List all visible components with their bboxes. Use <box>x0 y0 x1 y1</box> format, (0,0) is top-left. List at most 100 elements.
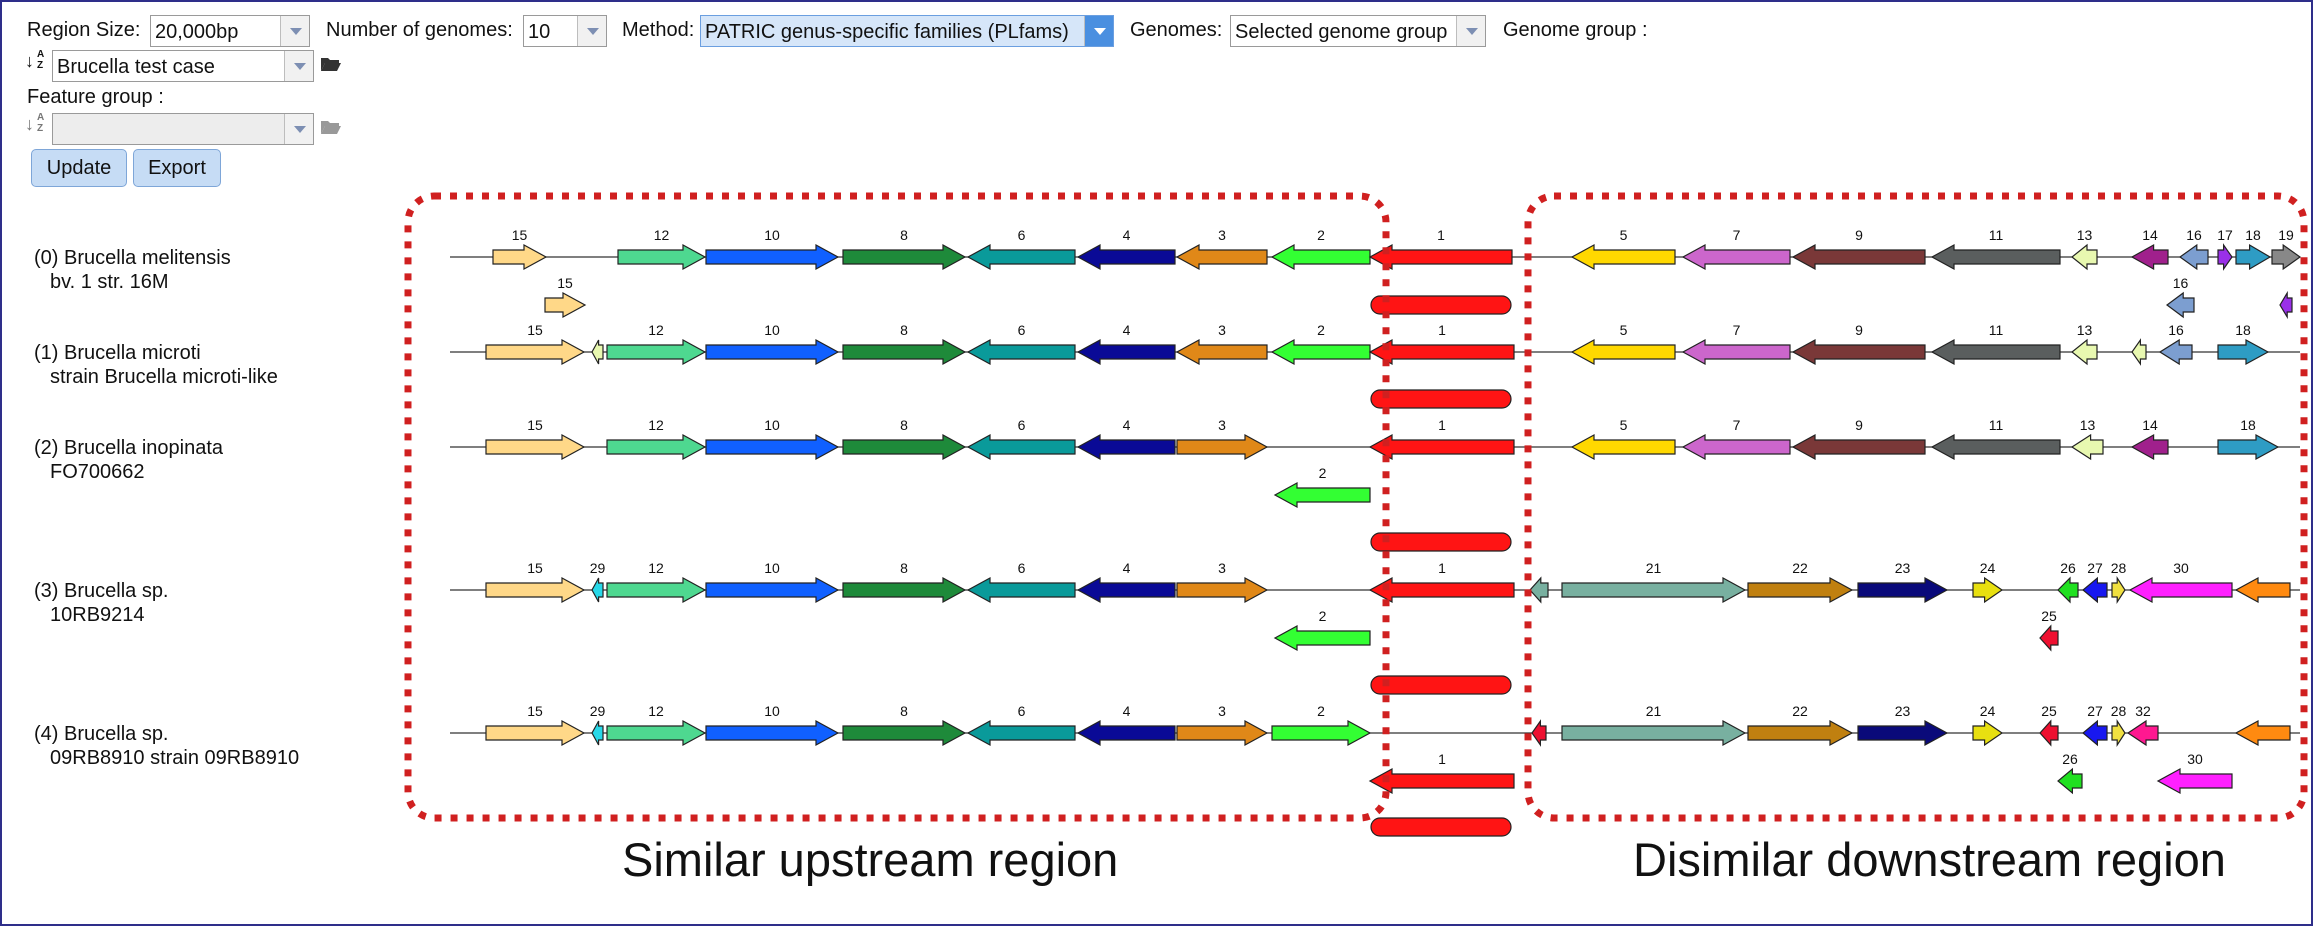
query-marker <box>1370 675 1512 695</box>
gene-label: 8 <box>900 322 908 338</box>
update-button[interactable]: Update <box>31 149 127 187</box>
genome-group-label: Genome group : <box>1503 19 1648 41</box>
gene-label: 9 <box>1855 227 1863 243</box>
gene-arrow <box>1368 576 1515 604</box>
gene-label: 11 <box>1989 417 2004 433</box>
gene-label: 15 <box>527 560 543 576</box>
gene-label: 12 <box>648 417 664 433</box>
genome-name: (1) Brucella microti <box>34 342 201 364</box>
method-value: PATRIC genus-specific families (PLfams) <box>705 21 1069 43</box>
gene-label: 2 <box>1319 608 1327 624</box>
chevron-down-icon[interactable] <box>577 16 606 46</box>
gene-label: 13 <box>2080 417 2096 433</box>
genome-name: (2) Brucella inopinata <box>34 437 223 459</box>
gene-arrow <box>1368 243 1513 271</box>
gene-label: 18 <box>2235 322 2251 338</box>
gene-label: 12 <box>648 703 664 719</box>
method-select[interactable]: PATRIC genus-specific families (PLfams) <box>700 15 1114 47</box>
chevron-down-icon[interactable] <box>280 16 309 46</box>
gene-arrow <box>591 720 604 746</box>
gene-label: 15 <box>527 417 543 433</box>
gene-label: 10 <box>764 417 780 433</box>
genome-label-4: (4) Brucella sp. 09RB8910 strain 09RB891… <box>34 722 299 770</box>
gene-arrow <box>485 576 586 604</box>
gene-label: 4 <box>1123 417 1131 433</box>
region-size-select[interactable]: 20,000bp <box>150 15 310 47</box>
gene-arrow <box>842 433 967 461</box>
gene-arrow <box>966 338 1076 366</box>
gene-label: 2 <box>1319 465 1327 481</box>
gene-arrow <box>544 291 587 319</box>
method-label: Method: <box>622 19 695 41</box>
gene-label: 17 <box>2217 227 2233 243</box>
gene-label: 24 <box>1980 560 1996 576</box>
gene-label: 6 <box>1018 227 1026 243</box>
query-marker <box>1370 295 1512 315</box>
gene-arrow <box>2082 719 2108 747</box>
genome-group-value: Brucella test case <box>57 56 215 78</box>
gene-label: 4 <box>1123 560 1131 576</box>
gene-label: 9 <box>1855 417 1863 433</box>
gene-arrow <box>492 243 548 271</box>
gene-arrow <box>2165 291 2195 319</box>
gene-arrow <box>842 243 967 271</box>
gene-arrow <box>485 719 586 747</box>
genome-strain: 10RB9214 <box>50 604 145 626</box>
gene-label: 3 <box>1218 417 1226 433</box>
gene-arrow <box>2071 338 2098 366</box>
gene-arrow <box>2111 718 2126 748</box>
gene-arrow <box>2234 576 2291 604</box>
gene-arrow <box>1270 243 1371 271</box>
gene-arrow <box>2082 576 2108 604</box>
genomes-value: Selected genome group <box>1235 21 1448 43</box>
gene-label: 6 <box>1018 560 1026 576</box>
gene-arrow <box>1273 624 1371 652</box>
gene-arrow <box>1857 576 1949 604</box>
gene-label: 8 <box>900 703 908 719</box>
gene-arrow <box>1271 719 1372 747</box>
gene-label: 23 <box>1895 703 1911 719</box>
gene-arrow <box>2217 433 2280 461</box>
gene-label: 22 <box>1792 560 1808 576</box>
gene-label: 30 <box>2173 560 2189 576</box>
chevron-down-icon[interactable] <box>284 51 313 81</box>
genome-name: (4) Brucella sp. <box>34 723 169 745</box>
genome-label-0: (0) Brucella melitensis bv. 1 str. 16M <box>34 246 231 294</box>
gene-arrow <box>606 576 707 604</box>
gene-label: 23 <box>1895 560 1911 576</box>
gene-arrow <box>1747 576 1854 604</box>
gene-arrow <box>606 338 707 366</box>
gene-label: 13 <box>2077 322 2093 338</box>
num-genomes-select[interactable]: 10 <box>523 15 607 47</box>
gene-arrow <box>842 719 967 747</box>
genome-group-select[interactable]: Brucella test case <box>52 50 314 82</box>
chevron-down-icon[interactable] <box>1084 16 1113 46</box>
genomes-select[interactable]: Selected genome group <box>1230 15 1486 47</box>
genome-strain: FO700662 <box>50 461 145 483</box>
gene-arrow <box>842 338 967 366</box>
gene-label: 1 <box>1437 227 1445 243</box>
gene-arrow <box>1747 719 1854 747</box>
gene-arrow <box>705 243 840 271</box>
gene-label: 7 <box>1733 322 1741 338</box>
gene-label: 4 <box>1123 322 1131 338</box>
gene-arrow <box>1681 243 1791 271</box>
gene-arrow <box>705 576 840 604</box>
gene-label: 8 <box>900 560 908 576</box>
gene-arrow <box>1972 719 2004 747</box>
gene-arrow <box>705 338 840 366</box>
feature-group-select[interactable] <box>52 113 314 145</box>
gene-label: 2 <box>1317 322 1325 338</box>
gene-label: 4 <box>1123 227 1131 243</box>
query-marker <box>1370 389 1512 409</box>
chevron-down-icon[interactable] <box>1456 16 1485 46</box>
chevron-down-icon[interactable] <box>284 114 313 144</box>
gene-arrow <box>2039 624 2059 652</box>
export-button[interactable]: Export <box>133 149 221 187</box>
gene-arrow <box>1972 576 2004 604</box>
gene-arrow <box>485 433 586 461</box>
folder-open-icon[interactable] <box>320 56 342 72</box>
gene-label: 1 <box>1438 560 1446 576</box>
